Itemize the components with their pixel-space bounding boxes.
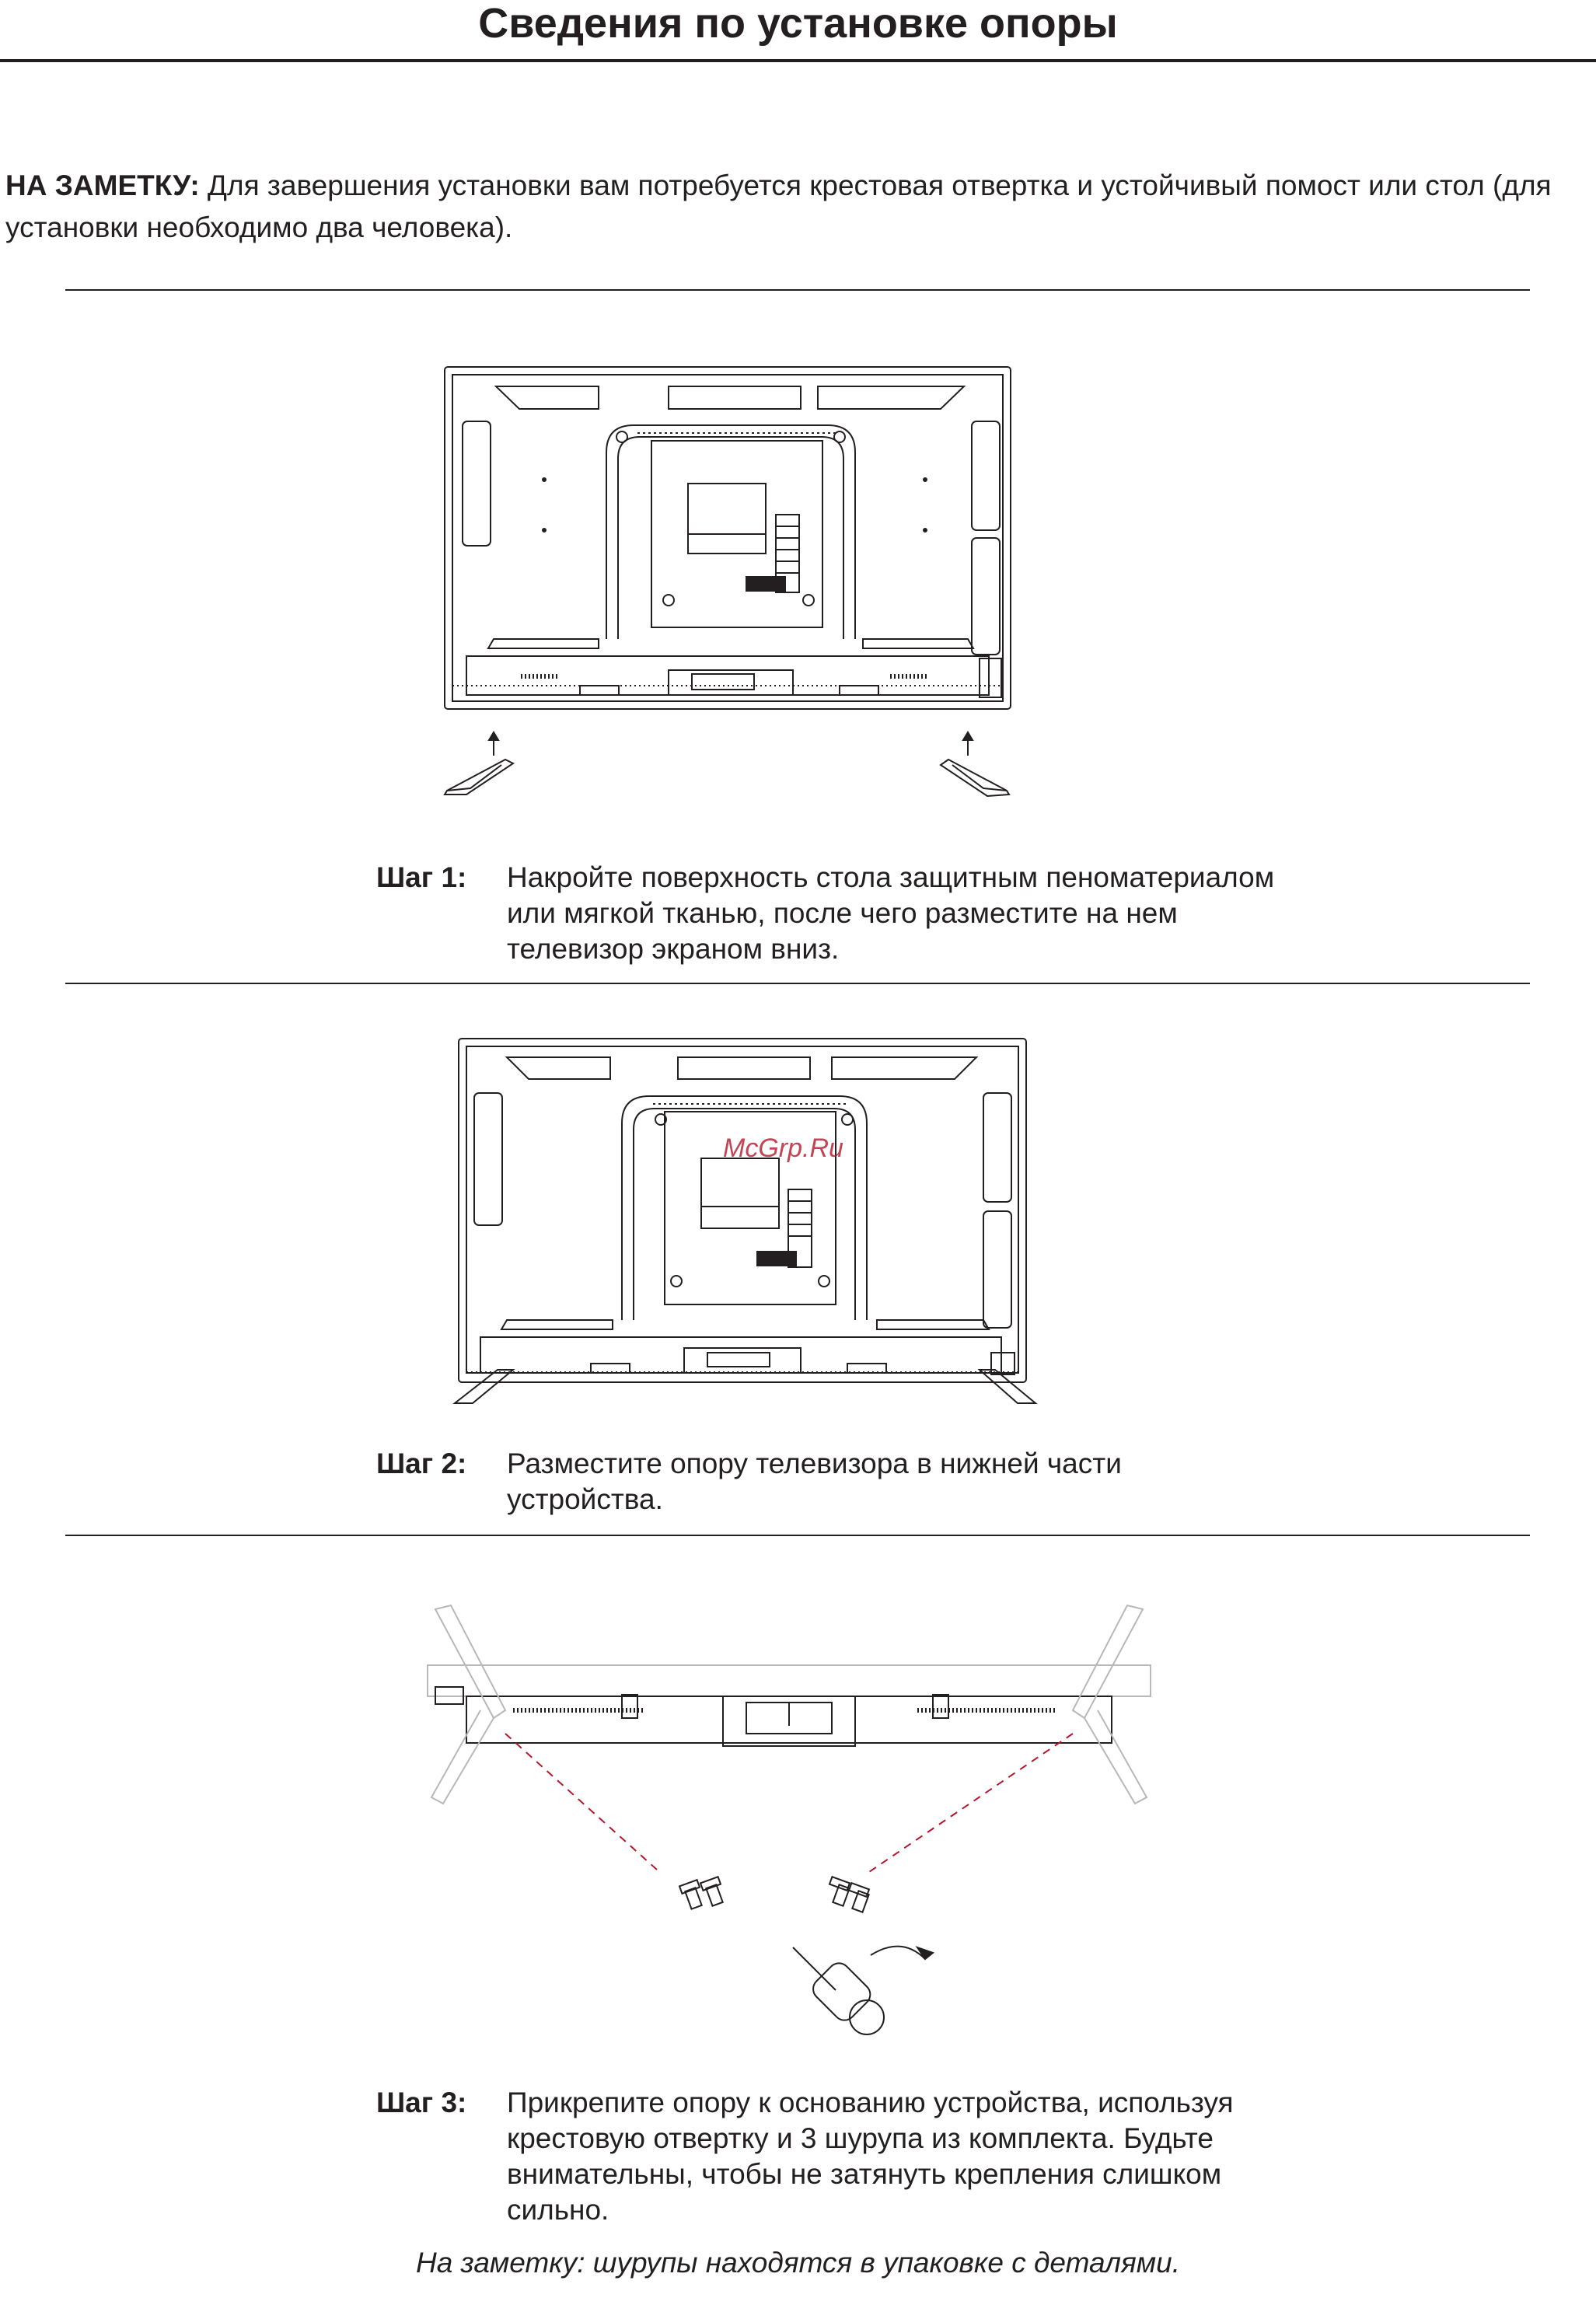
step-2-text: Разместите опору телевизора в нижней час… (507, 1448, 1122, 1515)
stand-leg-left (443, 758, 515, 795)
note-label: НА ЗАМЕТКУ: (5, 169, 200, 201)
arrow-up-icon-right (962, 731, 974, 756)
step2-tv-with-stand-illustration (452, 1038, 1038, 1404)
rotate-arrow-icon (870, 1945, 926, 1960)
step-1-text: Накройте поверхность стола защитным пено… (507, 861, 1275, 965)
footnote: На заметку: шурупы находятся в упаковке … (415, 2247, 1181, 2279)
section-divider-top (65, 289, 1530, 291)
screwdriver-icon (792, 1945, 935, 2035)
arrow-up-icon-left (487, 731, 500, 756)
stand-leg-left-upright (434, 1604, 507, 1720)
note-text: Для завершения установки вам потребуется… (5, 169, 1552, 243)
section-divider-2 (65, 1535, 1530, 1536)
step-2-label: Шаг 2: (376, 1448, 467, 1479)
step1-tv-back-illustration (443, 366, 1011, 798)
step3-stand-attach-illustration (427, 1604, 1151, 2035)
stand-leg-right (939, 758, 1011, 798)
stand-leg-right-upright (1071, 1604, 1144, 1720)
step-1-label: Шаг 1: (376, 861, 467, 893)
watermark: McGrp.Ru (723, 1133, 843, 1163)
step-3-label: Шаг 3: (376, 2087, 467, 2118)
page-title: Сведения по установке опоры (478, 0, 1118, 47)
section-divider-1 (65, 983, 1530, 984)
step-3-text: Прикрепите опору к основанию устройства,… (507, 2087, 1234, 2226)
screw-icon (678, 1875, 871, 1913)
title-divider (0, 59, 1596, 62)
installation-note: НА ЗАМЕТКУ: Для завершения установки вам… (5, 165, 1584, 249)
